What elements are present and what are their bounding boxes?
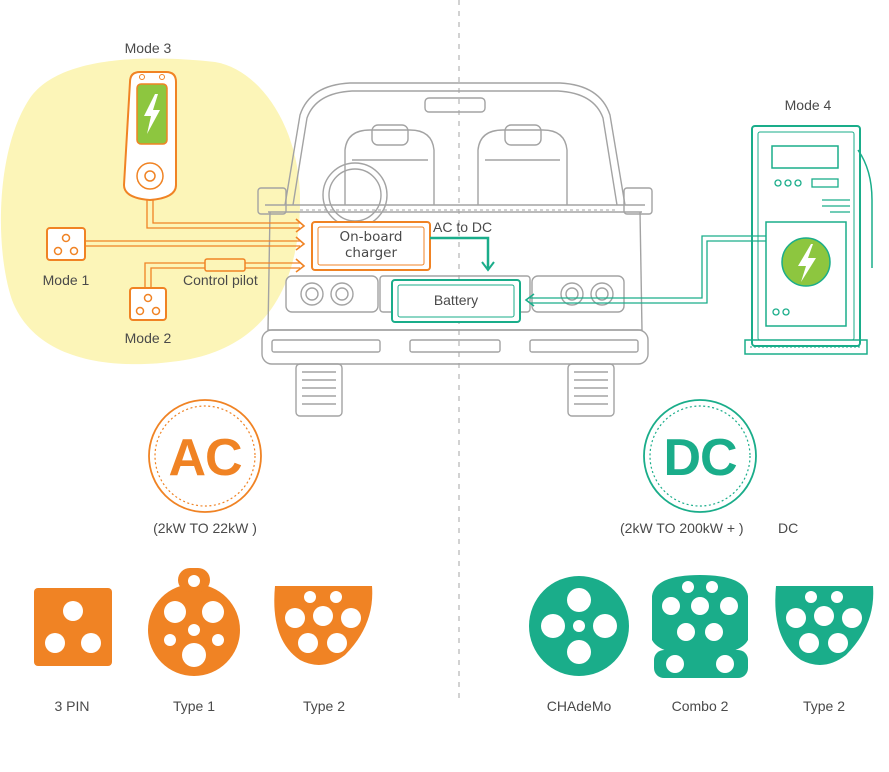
ac-badge: [148, 399, 262, 513]
connector-type2-ac-label: Type 2: [302, 698, 346, 714]
connector-3pin-label: 3 PIN: [54, 698, 90, 714]
connector-chademo-icon: [529, 576, 629, 676]
mode4-label: Mode 4: [784, 97, 832, 113]
connector-combo2-label: Combo 2: [671, 698, 729, 714]
battery-box: [391, 279, 521, 323]
battery-label: Battery: [433, 292, 479, 308]
dc-range-suffix: DC: [778, 520, 799, 536]
onboard-charger-line1: On-board: [339, 229, 403, 245]
mode2-label: Mode 2: [124, 330, 172, 346]
car-illustration: [257, 82, 653, 417]
mode3-wallbox: [122, 71, 177, 202]
onboard-charger-line2: charger: [345, 245, 397, 261]
ac-power-range: (2kW TO 22kW ): [153, 520, 257, 536]
connector-type2-dc-label: Type 2: [802, 698, 846, 714]
connector-combo2-icon: [652, 575, 748, 678]
onboard-charger-box: [311, 221, 431, 271]
connector-type2-dc-icon: [775, 586, 874, 665]
dc-cable: [524, 235, 766, 307]
control-pilot-label: Control pilot: [183, 272, 258, 288]
ac-badge-text: AC: [168, 429, 242, 487]
ac-to-dc-label: AC to DC: [433, 219, 493, 235]
mode3-label: Mode 3: [124, 40, 172, 56]
ac-to-dc-arrow: [430, 236, 490, 268]
connector-chademo-label: CHAdeMo: [546, 698, 612, 714]
control-pilot-module: [204, 258, 246, 272]
ac-cables: [85, 200, 306, 288]
ac-mode-highlight: [0, 58, 300, 365]
dc-badge-text: DC: [663, 429, 737, 487]
dc-badge: [643, 399, 757, 513]
mode1-label: Mode 1: [42, 272, 90, 288]
mode2-socket: [129, 287, 167, 321]
connector-type2-ac-icon: [274, 586, 373, 665]
connector-type1-ac-icon: [148, 568, 240, 676]
mode1-socket: [46, 227, 86, 261]
onboard-charger-label: On-board charger: [318, 229, 424, 261]
connector-3pin-icon: [34, 588, 112, 666]
dc-lightning-icon: [798, 244, 816, 282]
connector-type1-label: Type 1: [172, 698, 216, 714]
dc-power-range: (2kW TO 200kW + ): [620, 520, 744, 536]
